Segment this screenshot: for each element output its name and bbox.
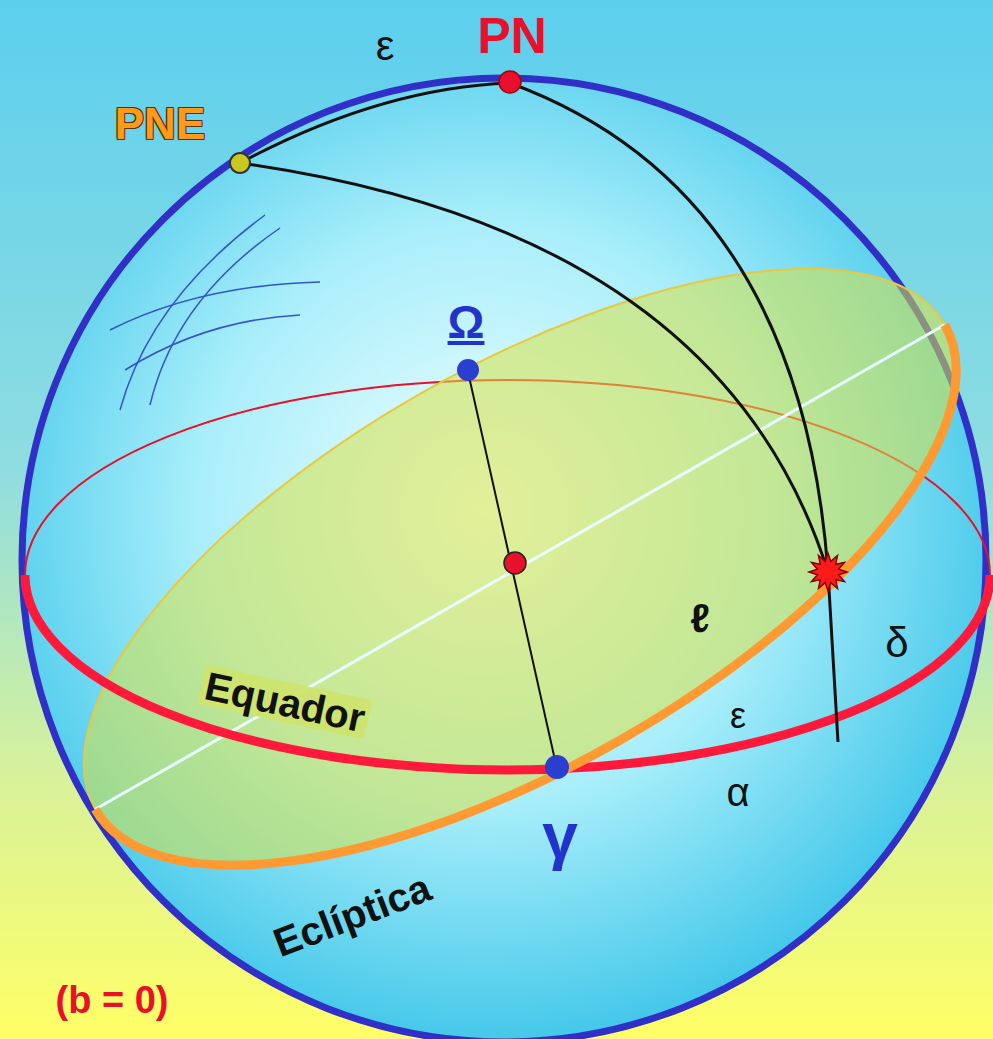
ecliptic-plane <box>0 151 993 983</box>
pole-label: PNE <box>115 102 205 146</box>
equator-front <box>25 575 990 770</box>
hour-circle <box>510 83 838 742</box>
angle-label: ε <box>376 25 395 67</box>
circle-label: Equador <box>198 665 373 740</box>
longitude-label: ℓ <box>690 598 710 638</box>
pole-label: PN <box>477 11 546 61</box>
node-dot <box>457 359 479 381</box>
obliquity-arc <box>240 83 510 163</box>
ecliptic-front <box>95 325 993 983</box>
ecliptic-meridian <box>240 163 828 572</box>
ecliptic-pole-dot <box>230 153 250 173</box>
vernal-point-dot <box>545 755 569 779</box>
circle-label: Eclíptica <box>268 867 436 963</box>
center-dot <box>504 552 526 574</box>
north-pole-dot <box>499 71 521 93</box>
ascension-label: α <box>726 772 749 812</box>
node-line <box>468 372 557 769</box>
star-symbol <box>809 553 847 591</box>
node-label: Ω <box>448 299 485 345</box>
grid-scribble <box>110 215 320 410</box>
condition-label: (b = 0) <box>56 981 169 1019</box>
angle-label: ε <box>730 698 746 734</box>
declination-label: δ <box>885 622 908 664</box>
vernal-point-label: γ <box>542 804 578 868</box>
